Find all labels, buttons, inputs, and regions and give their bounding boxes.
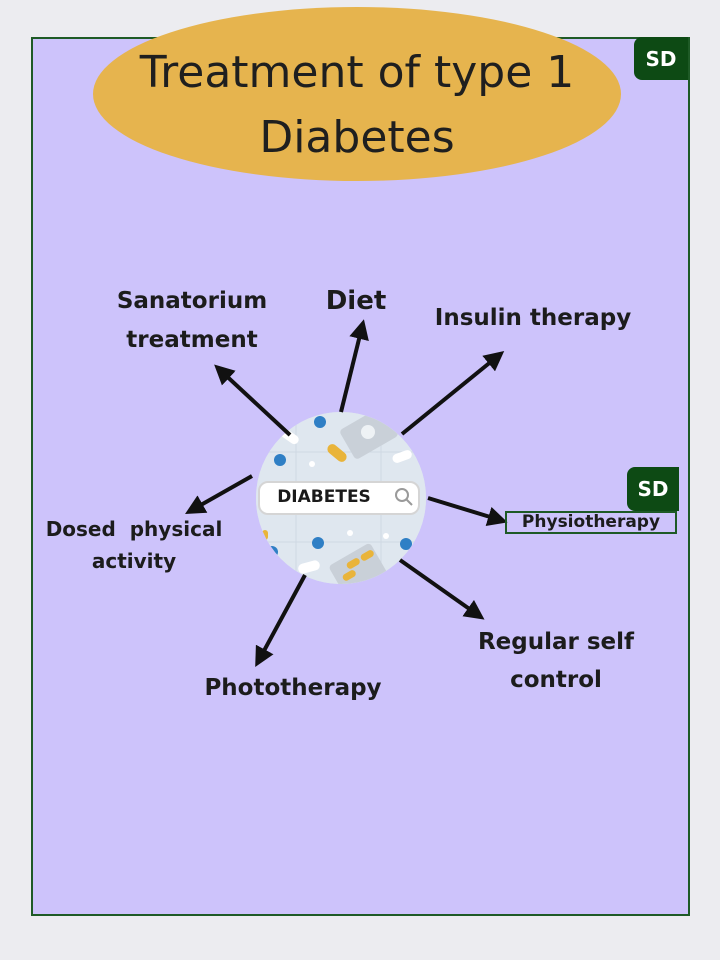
arrow-dosed xyxy=(185,474,253,514)
hub-label: DIABETES xyxy=(277,487,371,507)
label-selfcontrol-line-2: control xyxy=(510,667,602,693)
label-dosed-line-1: Dosed physical xyxy=(45,517,223,541)
label-selfcontrol-line-1: Regular self xyxy=(477,629,635,655)
page-title: Treatment of type 1 Diabetes xyxy=(93,40,621,170)
label-insulin-therapy: Insulin therapy xyxy=(434,305,632,331)
arrow-phototherapy xyxy=(255,574,307,668)
label-sanatorium-line-2: treatment xyxy=(126,327,258,353)
label-sanatorium-line-1: Sanatorium xyxy=(116,288,268,314)
title-line-2: Diabetes xyxy=(259,112,455,163)
arrow-selfcontrol xyxy=(398,558,485,620)
label-regular-self-control: Regular self control xyxy=(468,623,644,699)
hub-search-bar xyxy=(258,481,420,515)
sd-badge-top: SD xyxy=(634,37,688,80)
arrow-insulin xyxy=(400,350,505,436)
label-phototherapy: Phototherapy xyxy=(204,675,382,701)
label-physiotherapy: Physiotherapy xyxy=(505,511,677,534)
sd-badge-side: SD xyxy=(627,467,679,511)
title-banner xyxy=(93,7,621,181)
label-dosed-physical-activity: Dosed physical activity xyxy=(36,513,232,577)
label-dosed-line-2: activity xyxy=(91,549,177,573)
label-sanatorium: Sanatorium treatment xyxy=(102,282,282,360)
arrow-diet xyxy=(339,319,369,413)
arrow-physio xyxy=(427,496,508,527)
label-diet: Diet xyxy=(325,286,387,316)
title-line-1: Treatment of type 1 xyxy=(139,47,575,98)
arrow-sanatorium xyxy=(214,364,292,437)
search-icon xyxy=(395,488,413,506)
